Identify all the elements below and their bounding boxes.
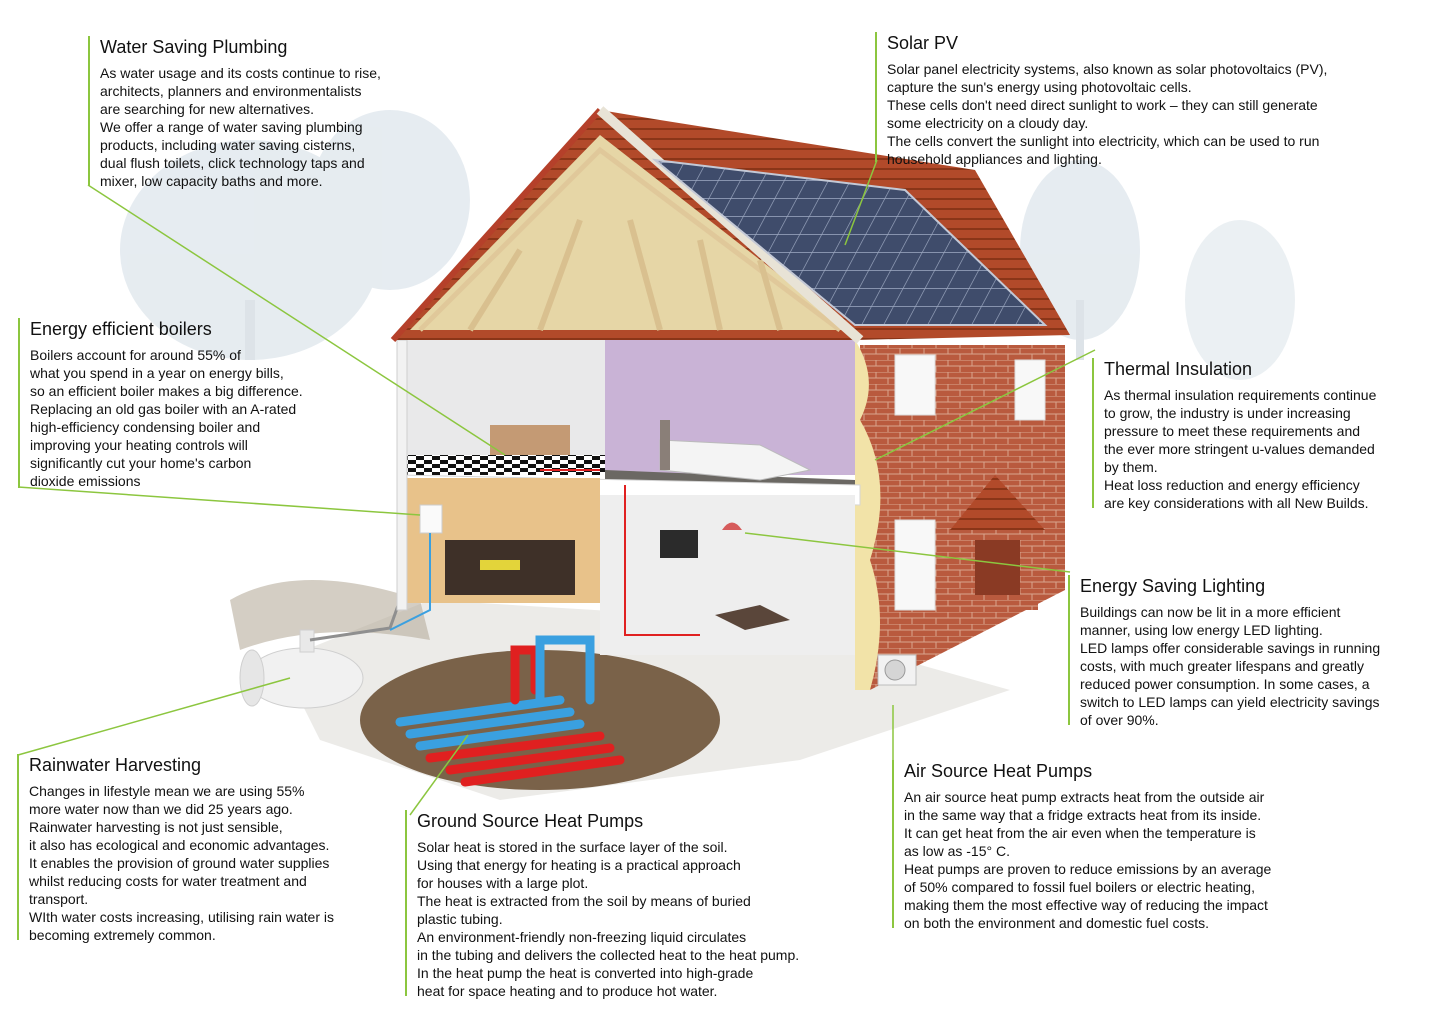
callout-title: Thermal Insulation	[1104, 359, 1253, 379]
callout-body: As water usage and its costs continue to…	[100, 65, 381, 189]
callout-title: Energy efficient boilers	[30, 319, 212, 339]
callout-thermal-insulation: Thermal Insulation As thermal insulation…	[1092, 358, 1422, 511]
callout-rainwater-harvesting: Rainwater Harvesting Changes in lifestyl…	[17, 754, 387, 943]
background-trees	[120, 110, 1295, 380]
callout-body: Solar panel electricity systems, also kn…	[887, 61, 1328, 167]
callout-body: Boilers account for around 55% of what y…	[30, 347, 303, 489]
solar-panel-array	[651, 158, 1048, 326]
callout-energy-efficient-boilers: Energy efficient boilers Boilers account…	[18, 318, 358, 489]
callout-solar-pv: Solar PV Solar panel electricity systems…	[875, 32, 1385, 167]
callout-title: Water Saving Plumbing	[100, 37, 288, 57]
ground-source-pipes	[395, 635, 625, 787]
callout-water-saving-plumbing: Water Saving Plumbing As water usage and…	[88, 36, 428, 189]
house-cutaway	[389, 339, 861, 655]
insulation-layer	[855, 340, 881, 690]
leader-lines	[17, 159, 1096, 816]
callout-body: As thermal insulation requirements conti…	[1104, 387, 1377, 511]
callout-air-source-heat-pumps: Air Source Heat Pumps An air source heat…	[892, 760, 1332, 931]
air-source-heat-pump	[877, 654, 917, 686]
callout-title: Solar PV	[887, 33, 959, 53]
callout-body: An air source heat pump extracts heat fr…	[904, 789, 1272, 931]
callout-body: Changes in lifestyle mean we are using 5…	[29, 783, 334, 943]
callout-title: Ground Source Heat Pumps	[417, 811, 644, 831]
callout-title: Energy Saving Lighting	[1080, 576, 1266, 596]
callout-energy-saving-lighting: Energy Saving Lighting Buildings can now…	[1068, 575, 1428, 728]
callout-body: Buildings can now be lit in a more effic…	[1080, 604, 1381, 728]
callout-title: Air Source Heat Pumps	[904, 761, 1093, 781]
house-brick-wall	[860, 345, 1065, 690]
callout-title: Rainwater Harvesting	[29, 755, 202, 775]
callout-ground-source-heat-pumps: Ground Source Heat Pumps Solar heat is s…	[405, 810, 865, 999]
callout-body: Solar heat is stored in the surface laye…	[417, 839, 800, 999]
